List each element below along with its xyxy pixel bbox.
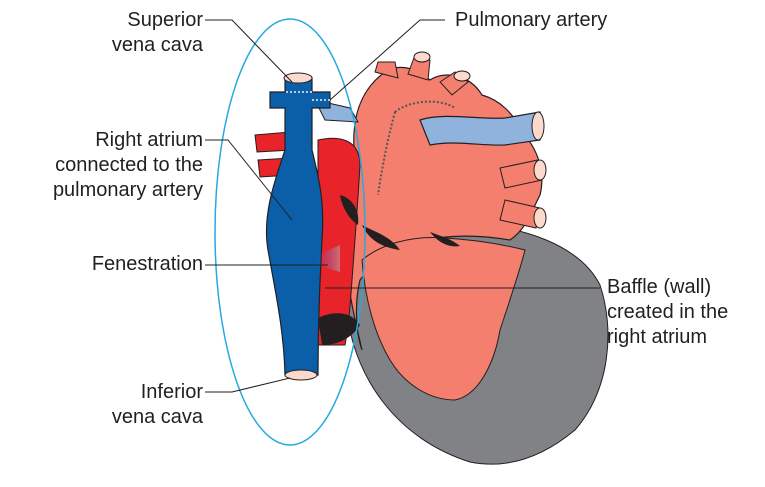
arch-branch-3-end [454, 71, 470, 81]
right-vessel-lower-end [534, 208, 546, 228]
right-vessel-upper-end [534, 160, 546, 180]
label-superior-vena-cava: Superior vena cava [112, 8, 203, 58]
arch-branch-2-end [414, 52, 430, 62]
label-right-atrium: Right atrium connected to the pulmonary … [53, 128, 203, 203]
label-pulmonary-artery: Pulmonary artery [455, 8, 607, 33]
leader-superior-vena-cava [205, 20, 292, 82]
label-baffle: Baffle (wall) created in the right atriu… [607, 275, 728, 350]
leader-inferior-vena-cava [205, 378, 290, 392]
pulmonary-artery-end [532, 112, 544, 140]
label-inferior-vena-cava: Inferior vena cava [112, 380, 203, 430]
label-fenestration: Fenestration [92, 252, 203, 277]
